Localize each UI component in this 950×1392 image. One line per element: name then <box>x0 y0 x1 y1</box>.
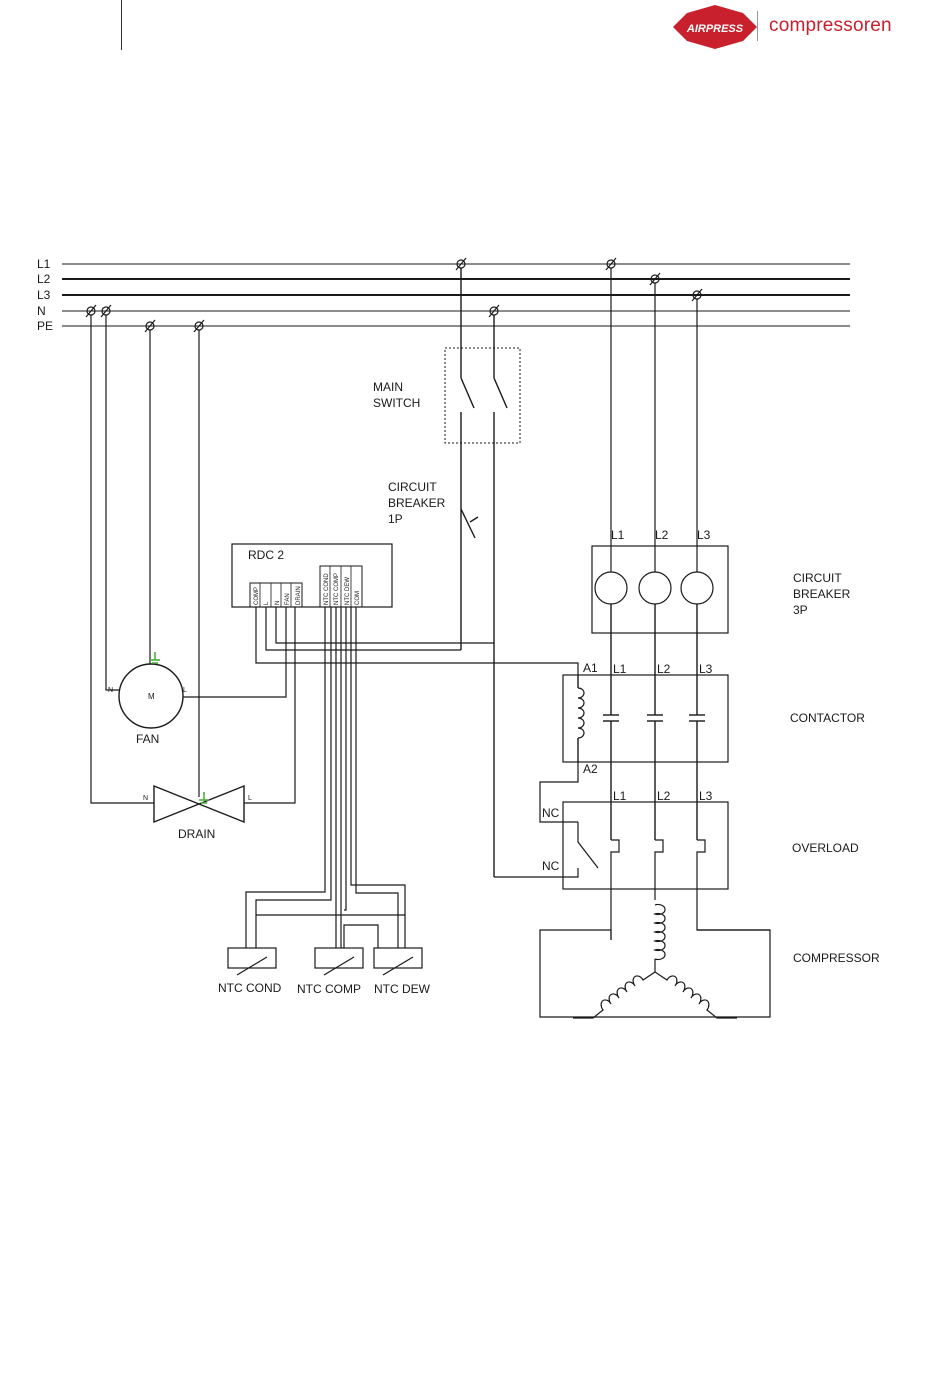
rdc-terminal-ntc-cond: NTC COND <box>324 573 330 605</box>
breaker-3p-l2: L2 <box>655 528 669 542</box>
fan-label: FAN <box>136 732 159 746</box>
rdc-title: RDC 2 <box>248 548 284 562</box>
contactor-l2: L2 <box>657 662 671 676</box>
breaker-1p-label-3: 1P <box>388 512 403 526</box>
rdc-terminal-comp: COMP <box>254 587 260 605</box>
rdc-terminal-l: L <box>264 601 270 605</box>
ntc-cond-label: NTC COND <box>218 981 282 995</box>
contactor <box>540 675 728 840</box>
bus-label-n: N <box>37 304 46 318</box>
circuit-breaker-1p <box>461 509 478 650</box>
rdc-wiring <box>183 607 578 948</box>
three-phase-feeds <box>611 268 697 572</box>
overload-relay <box>494 802 770 940</box>
rdc-terminal-ntc-dew: NTC DEW <box>345 577 351 605</box>
fan-terminal-n: N <box>108 687 113 694</box>
breaker-3p-label-3: 3P <box>793 603 808 617</box>
contactor-a1: A1 <box>583 661 598 675</box>
overload-nc-top: NC <box>542 806 560 820</box>
fan-motor <box>106 315 183 728</box>
overload-label: OVERLOAD <box>792 841 859 855</box>
main-switch <box>445 268 520 877</box>
drain-valve <box>91 315 244 822</box>
ntc-dew-label: NTC DEW <box>374 982 431 996</box>
drain-terminal-l: L <box>248 795 252 802</box>
rdc-terminal-com: COM <box>355 591 361 605</box>
compressor-motor <box>540 905 770 1019</box>
bus-label-l3: L3 <box>37 288 51 302</box>
bus-bars <box>62 264 850 326</box>
contactor-l3: L3 <box>699 662 713 676</box>
drain-terminal-n: N <box>143 795 148 802</box>
overload-l3: L3 <box>699 789 713 803</box>
overload-l2: L2 <box>657 789 671 803</box>
fan-terminal-l: L <box>183 687 187 694</box>
rdc-terminal-ntc-comp: NTC COMP <box>334 573 340 605</box>
overload-nc-bottom: NC <box>542 859 560 873</box>
contactor-a2: A2 <box>583 762 598 776</box>
rdc-terminal-drain: DRAIN <box>296 586 302 605</box>
ntc-sensors <box>228 948 422 975</box>
drain-label: DRAIN <box>178 827 215 841</box>
overload-l1: L1 <box>613 789 627 803</box>
rdc-terminal-fan: FAN <box>285 593 291 605</box>
main-switch-label-1: MAIN <box>373 380 403 394</box>
rdc-terminal-n: N <box>275 601 281 605</box>
fan-motor-symbol: M <box>148 692 155 701</box>
bus-label-pe: PE <box>37 319 53 333</box>
circuit-breaker-3p <box>592 546 728 715</box>
bus-label-l2: L2 <box>37 272 51 286</box>
bus-label-l1: L1 <box>37 257 51 271</box>
main-switch-label-2: SWITCH <box>373 396 420 410</box>
contactor-label: CONTACTOR <box>790 711 865 725</box>
ntc-comp-label: NTC COMP <box>297 982 361 996</box>
breaker-1p-label-1: CIRCUIT <box>388 480 437 494</box>
contactor-l1: L1 <box>613 662 627 676</box>
breaker-3p-l3: L3 <box>697 528 711 542</box>
breaker-3p-l1: L1 <box>611 528 625 542</box>
breaker-1p-label-2: BREAKER <box>388 496 446 510</box>
breaker-3p-label-1: CIRCUIT <box>793 571 842 585</box>
fan-ground-icon <box>150 652 160 663</box>
breaker-3p-label-2: BREAKER <box>793 587 851 601</box>
compressor-label: COMPRESSOR <box>793 951 880 965</box>
